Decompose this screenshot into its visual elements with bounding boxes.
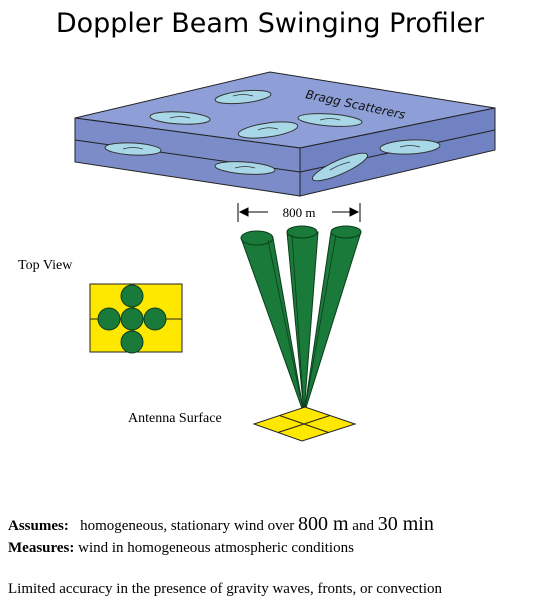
beam-footprint-center [120,307,144,331]
beam-footprint-west [97,307,121,331]
assumes-distance: 800 m [297,513,349,535]
bragg-scatterer [214,161,276,175]
antenna-surface-label: Antenna Surface [128,411,222,426]
assumes-and: and [352,518,374,534]
scatter-layer: Bragg Scatterers [74,71,496,197]
beam-footprint-east [143,307,167,331]
top-view-label: Top View [18,258,73,273]
bragg-scatterer [214,89,272,105]
bragg-scatterer [104,142,162,156]
beam-footprint-north [120,284,144,308]
assumes-line: Assumes: homogeneous, stationary wind ov… [8,513,434,536]
assumes-label: Assumes: [8,518,69,534]
limitation-line: Limited accuracy in the presence of grav… [8,581,442,597]
top-view-diagram [89,283,183,354]
page-title: Doppler Beam Swinging Profiler [55,8,485,39]
bragg-scatterer [311,152,369,182]
bragg-scatterer [379,139,441,155]
beam-spacing-label: 800 m [283,205,316,220]
bragg-scatterer [149,111,211,125]
antenna-surface [252,406,357,442]
measures-label: Measures: [8,540,75,556]
measures-text: wind in homogeneous atmospheric conditio… [78,540,354,556]
beam-spacing-dimension [237,203,361,222]
radar-beams [240,225,362,415]
assumes-time: 30 min [377,513,434,535]
measures-line: Measures: wind in homogeneous atmospheri… [8,540,354,557]
assumes-text: homogeneous, stationary wind over [80,518,295,534]
bragg-scatterer [237,121,299,139]
beam-footprint-south [120,330,144,354]
bragg-scatterer [297,113,363,127]
